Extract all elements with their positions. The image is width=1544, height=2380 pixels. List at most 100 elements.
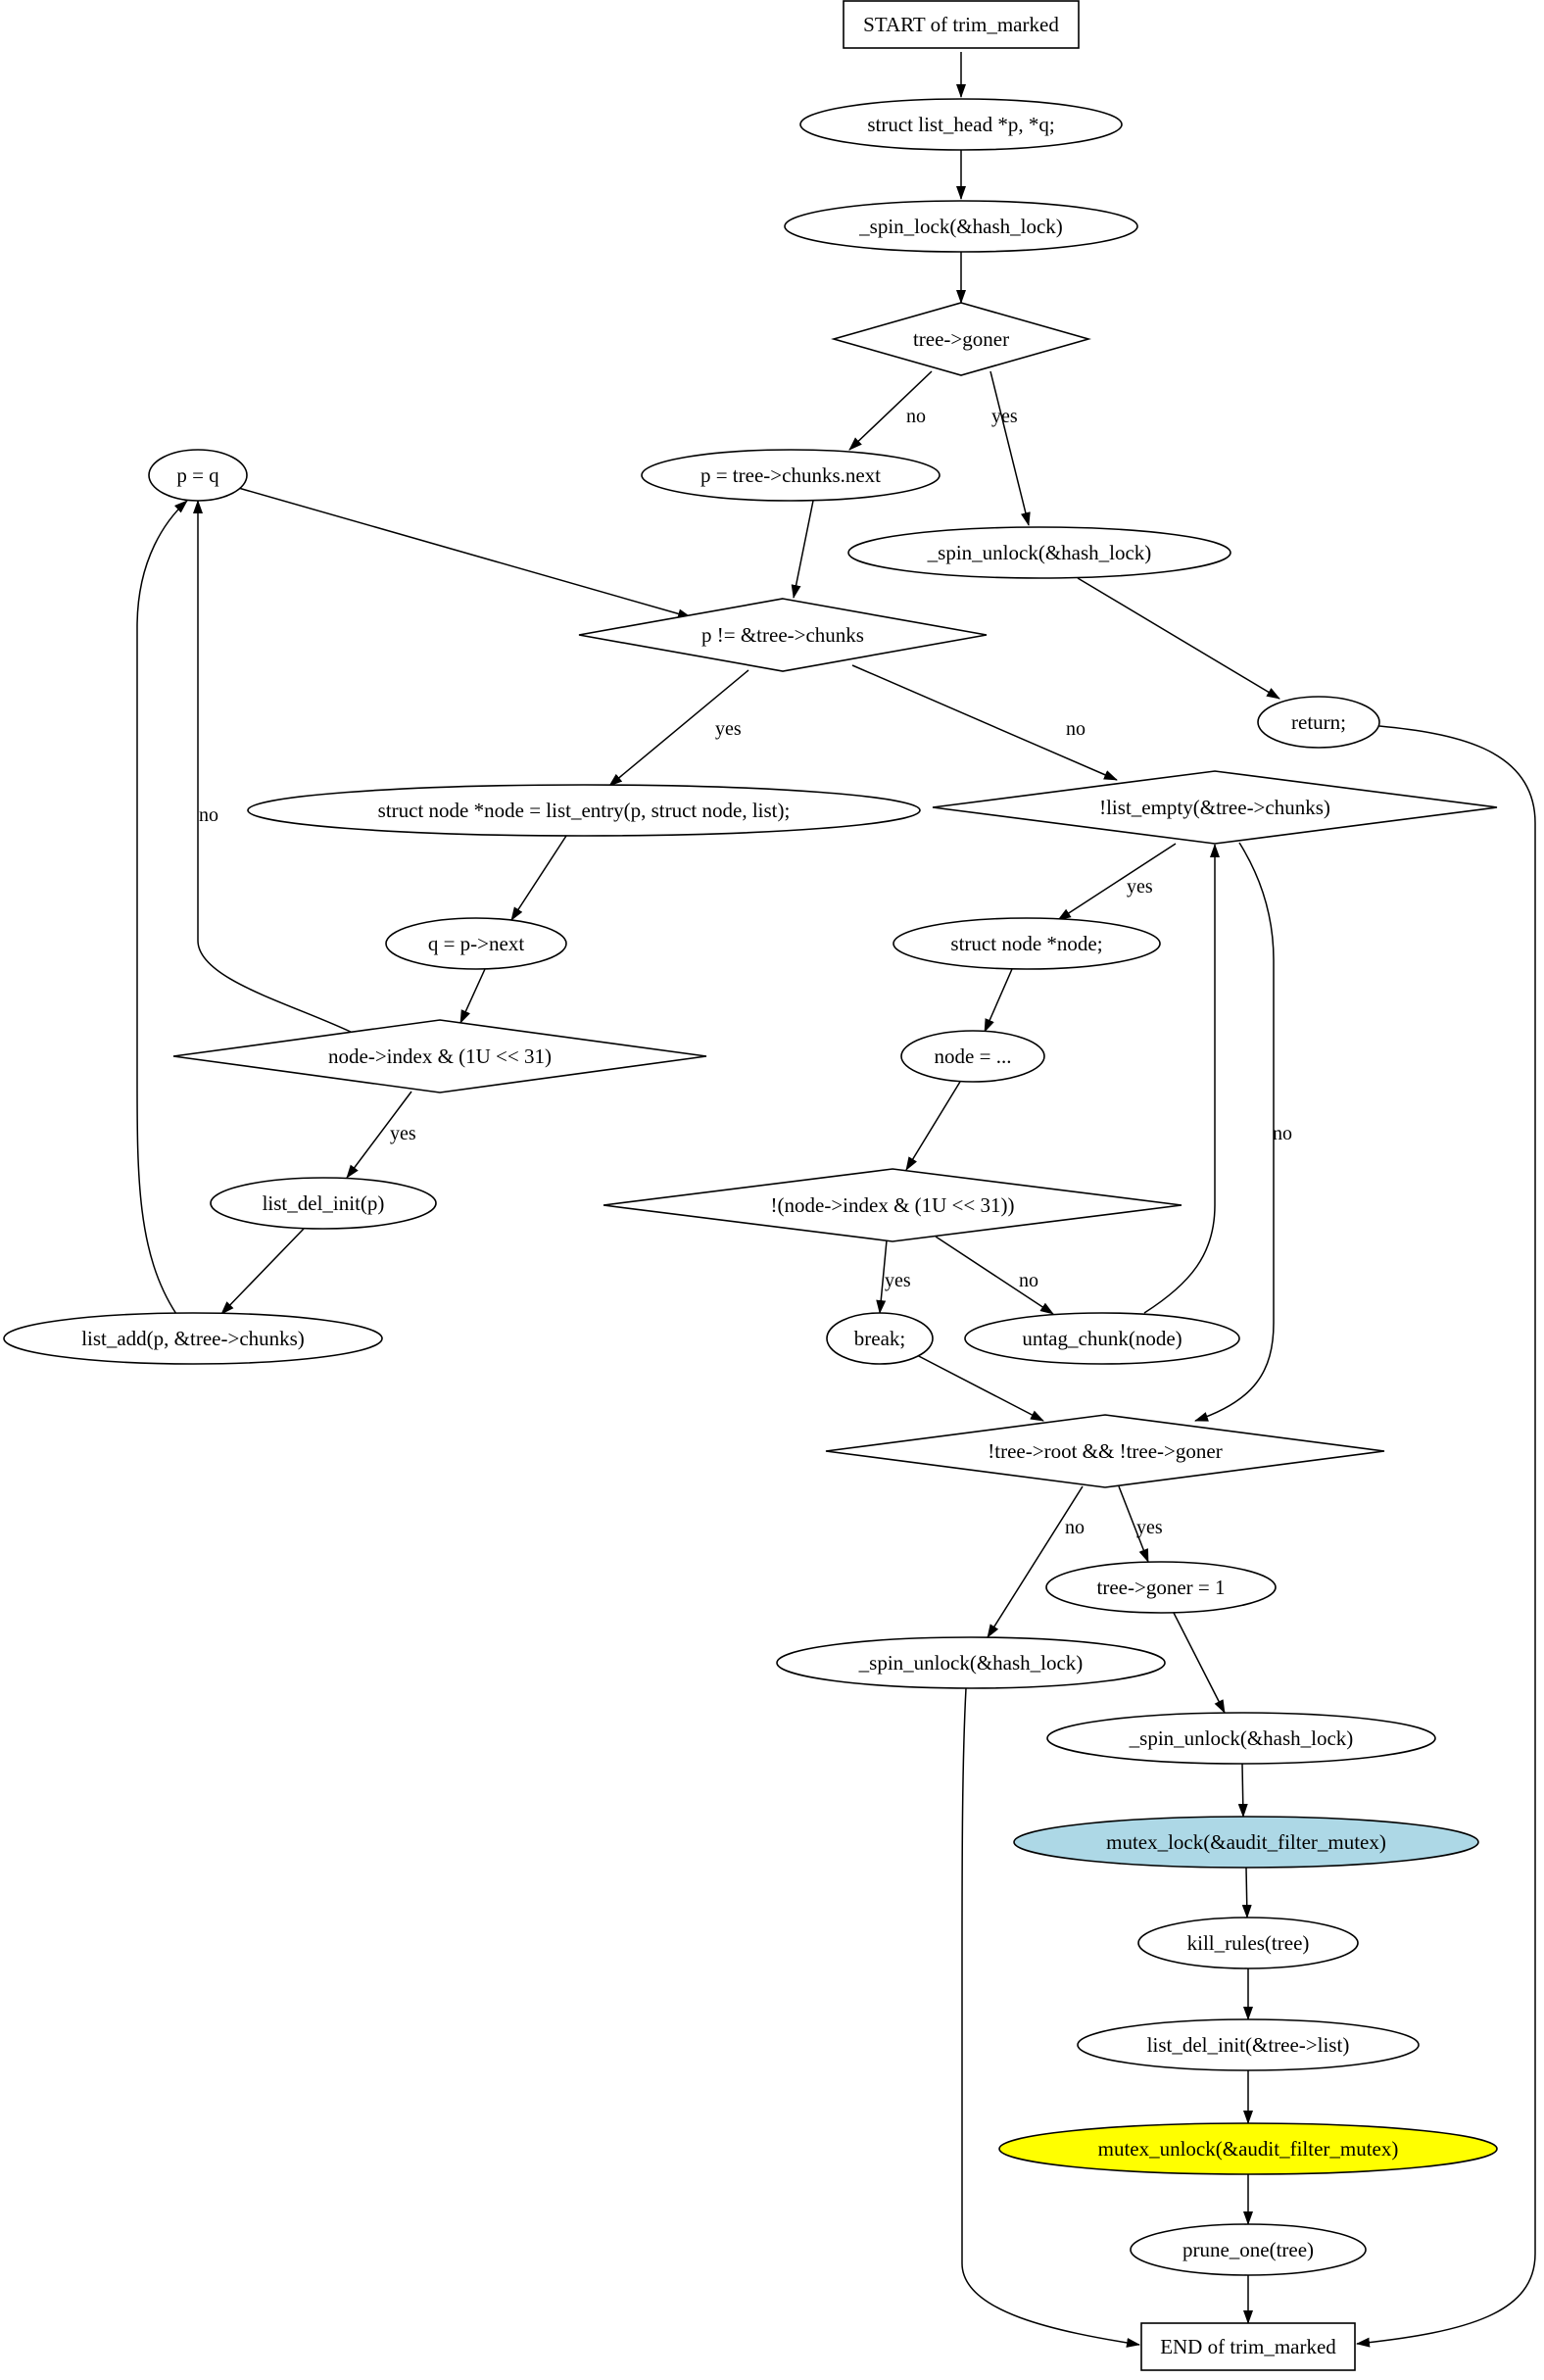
node-label-idx1: node->index & (1U << 31)	[328, 1044, 552, 1068]
node-shape-ret	[1257, 696, 1380, 749]
edge-root-gset: yes	[1118, 1485, 1163, 1563]
node-shape-loop1	[578, 598, 988, 672]
edge-goner-unlock1: yes	[989, 370, 1031, 526]
edge-empty-root: no	[1194, 842, 1292, 1422]
node-label-unlock1: _spin_unlock(&hash_lock)	[927, 541, 1152, 564]
node-ret: return;	[1257, 696, 1380, 749]
node-shape-peq	[148, 449, 248, 502]
edge-root-unlock3: no	[987, 1485, 1085, 1638]
edge-entry-qnext	[510, 835, 567, 921]
node-shape-del1	[210, 1177, 437, 1230]
node-shape-munlock	[998, 2122, 1498, 2175]
edge-goner-pinit: no	[848, 370, 933, 451]
node-decl: struct list_head *p, *q;	[799, 98, 1123, 151]
edge-label-idx1-del1: yes	[390, 1123, 416, 1144]
node-shape-unlock3	[776, 1636, 1166, 1689]
edge-idx1-peq: no	[193, 500, 356, 1035]
edge-pinit-loop1	[791, 500, 814, 599]
edge-unlock3-end	[961, 1687, 1140, 2348]
edge-label-loop1-empty: no	[1066, 718, 1086, 740]
node-shape-pinit	[641, 449, 941, 502]
node-label-untag: untag_chunk(node)	[1022, 1327, 1182, 1350]
node-shape-untag	[964, 1312, 1240, 1365]
node-shape-unlock1	[847, 526, 1231, 579]
node-prune: prune_one(tree)	[1130, 2223, 1367, 2276]
edge-peq-loop1	[234, 486, 692, 619]
node-shape-entry	[247, 784, 921, 837]
node-label-ndecl: struct node *node;	[950, 932, 1102, 955]
node-root: !tree->root && !tree->goner	[825, 1414, 1385, 1488]
edge-idx1-del1: yes	[346, 1091, 416, 1179]
node-shape-idx2	[603, 1168, 1182, 1242]
edge-label-idx1-peq: no	[199, 804, 218, 826]
node-label-gset: tree->goner = 1	[1097, 1576, 1226, 1599]
node-shape-unlock2	[1046, 1712, 1436, 1765]
node-shape-lock1	[784, 200, 1138, 253]
node-add: list_add(p, &tree->chunks)	[3, 1312, 383, 1365]
edge-label-loop1-entry: yes	[715, 718, 742, 740]
edge-label-goner-pinit: no	[906, 406, 926, 427]
node-shape-ndecl	[893, 917, 1161, 970]
node-label-root: !tree->root && !tree->goner	[988, 1439, 1222, 1463]
node-end: END of trim_marked	[1140, 2322, 1356, 2371]
node-label-pinit: p = tree->chunks.next	[700, 463, 881, 487]
node-label-unlock3: _spin_unlock(&hash_lock)	[858, 1651, 1084, 1675]
edge-add-peq	[136, 500, 188, 1315]
node-label-kill: kill_rules(tree)	[1187, 1931, 1310, 1955]
node-shape-qnext	[385, 917, 567, 970]
edge-del1-add	[220, 1228, 305, 1315]
edge-loop1-empty: no	[851, 664, 1118, 781]
node-shape-ldel	[1077, 2018, 1420, 2071]
edge-nassign-idx2	[905, 1081, 961, 1171]
node-label-goner: tree->goner	[913, 327, 1009, 351]
edge-untag-empty	[1143, 844, 1220, 1314]
edge-label-idx2-brk: yes	[885, 1270, 911, 1291]
node-empty: !list_empty(&tree->chunks)	[932, 770, 1498, 845]
node-label-unlock2: _spin_unlock(&hash_lock)	[1129, 1726, 1354, 1750]
node-entry: struct node *node = list_entry(p, struct…	[247, 784, 921, 837]
node-idx1: node->index & (1U << 31)	[172, 1019, 707, 1093]
node-shape-root	[825, 1414, 1385, 1488]
node-label-del1: list_del_init(p)	[263, 1191, 385, 1215]
node-shape-end	[1140, 2322, 1356, 2371]
edge-idx2-untag: no	[935, 1236, 1054, 1315]
node-munlock: mutex_unlock(&audit_filter_mutex)	[998, 2122, 1498, 2175]
node-label-ret: return;	[1291, 710, 1346, 734]
node-shape-brk	[826, 1312, 934, 1365]
edge-empty-ndecl: yes	[1057, 843, 1177, 921]
node-label-munlock: mutex_unlock(&audit_filter_mutex)	[1098, 2137, 1399, 2161]
node-qnext: q = p->next	[385, 917, 567, 970]
node-label-mlock: mutex_lock(&audit_filter_mutex)	[1106, 1830, 1386, 1854]
edge-qnext-idx1	[459, 968, 486, 1024]
edge-label-idx2-untag: no	[1019, 1270, 1038, 1291]
node-kill: kill_rules(tree)	[1137, 1917, 1359, 1969]
node-label-ldel: list_del_init(&tree->list)	[1147, 2033, 1350, 2057]
edge-mlock-kill	[1241, 1867, 1252, 1919]
node-label-peq: p = q	[176, 463, 219, 487]
node-shape-empty	[932, 770, 1498, 845]
node-shape-mlock	[1013, 1816, 1479, 1869]
node-nassign: node = ...	[900, 1030, 1045, 1083]
edge-idx2-brk: yes	[876, 1239, 911, 1314]
node-untag: untag_chunk(node)	[964, 1312, 1240, 1365]
node-label-nassign: node = ...	[935, 1044, 1012, 1068]
node-shape-prune	[1130, 2223, 1367, 2276]
node-shape-nassign	[900, 1030, 1045, 1083]
node-unlock2: _spin_unlock(&hash_lock)	[1046, 1712, 1436, 1765]
edge-brk-root	[910, 1351, 1044, 1422]
node-idx2: !(node->index & (1U << 31))	[603, 1168, 1182, 1242]
node-label-decl: struct list_head *p, *q;	[867, 113, 1054, 136]
node-unlock3: _spin_unlock(&hash_lock)	[776, 1636, 1166, 1689]
node-start: START of trim_marked	[843, 0, 1080, 49]
node-shape-add	[3, 1312, 383, 1365]
node-label-add: list_add(p, &tree->chunks)	[81, 1327, 305, 1350]
edge-label-root-unlock3: no	[1065, 1517, 1085, 1538]
node-label-start: START of trim_marked	[863, 13, 1059, 36]
edge-ndecl-nassign	[984, 968, 1013, 1033]
node-label-lock1: _spin_lock(&hash_lock)	[858, 215, 1063, 238]
node-shape-idx1	[172, 1019, 707, 1093]
node-label-prune: prune_one(tree)	[1182, 2238, 1314, 2261]
